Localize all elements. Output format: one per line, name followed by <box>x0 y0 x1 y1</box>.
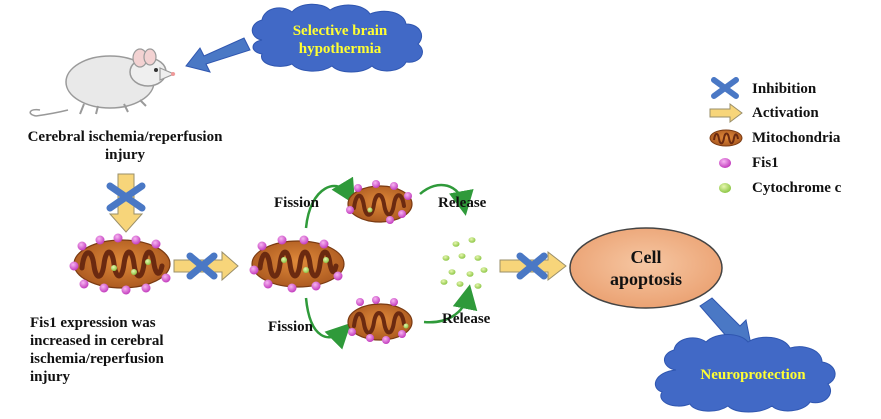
mouse-illustration <box>29 48 176 117</box>
mouse-caption-line1: Cerebral ischemia/reperfusion <box>27 129 223 145</box>
mitochondrion-center <box>249 235 345 293</box>
fis1-caption-line1: Fis1 expression was <box>30 315 156 331</box>
legend-cytochrome-icon <box>719 183 731 193</box>
inhibition-x-down <box>106 182 146 212</box>
legend-inhibition-icon <box>711 77 739 99</box>
fis1-caption-line3: ischemia/reperfusion <box>30 351 164 367</box>
inhibition-x-right <box>516 252 548 280</box>
fission-arrow-top <box>304 176 356 229</box>
release-bottom-label: Release <box>442 311 491 327</box>
apoptosis-line2: apoptosis <box>609 269 683 289</box>
legend-activation-icon <box>709 103 743 123</box>
mouse-caption: Cerebral ischemia/reperfusion injury <box>0 128 250 164</box>
mouse-caption-line2: injury <box>104 147 145 163</box>
fission-arrow-bottom <box>304 297 352 350</box>
legend-fis1-label: Fis1 <box>752 155 779 171</box>
cloud-bottom-label: Neuroprotection <box>700 367 806 383</box>
legend-inhibition-label: Inhibition <box>752 81 817 97</box>
released-cytochrome-cluster <box>440 237 488 289</box>
fis1-caption: Fis1 expression was increased in cerebra… <box>30 314 240 386</box>
legend-activation-label: Activation <box>752 105 819 121</box>
cloud-bottom <box>654 334 836 413</box>
fission-top-label: Fission <box>274 195 320 211</box>
legend-mitochondria-label: Mitochondria <box>752 130 841 146</box>
blue-arrow-cloud-to-mouse <box>185 37 251 73</box>
legend-fis1-icon <box>719 158 731 168</box>
legend-cytochrome-label: Cytochrome c <box>752 180 842 196</box>
cloud-top-label: Selective brain hypothermia <box>284 22 396 58</box>
mitochondrion-large-left <box>69 233 171 295</box>
fis1-caption-line2: increased in cerebral <box>30 333 164 349</box>
release-top-label: Release <box>438 195 487 211</box>
mitochondrion-top-small <box>346 180 413 224</box>
apoptosis-label: Cell apoptosis <box>586 246 706 290</box>
cloud-top-line1: Selective brain <box>292 23 388 39</box>
fis1-caption-line4: injury <box>30 369 71 385</box>
fission-bottom-label: Fission <box>268 319 314 335</box>
release-arrow-top <box>419 183 474 216</box>
legend-mitochondria-icon <box>709 129 743 147</box>
cloud-top <box>251 3 423 73</box>
release-arrow-bottom <box>423 284 478 324</box>
inhibition-x-mid <box>186 252 218 280</box>
cell-apoptosis-node <box>569 227 723 309</box>
cloud-top-line2: hypothermia <box>298 41 382 57</box>
apoptosis-line1: Cell <box>630 247 662 267</box>
mitochondrion-bottom-small <box>347 296 413 344</box>
